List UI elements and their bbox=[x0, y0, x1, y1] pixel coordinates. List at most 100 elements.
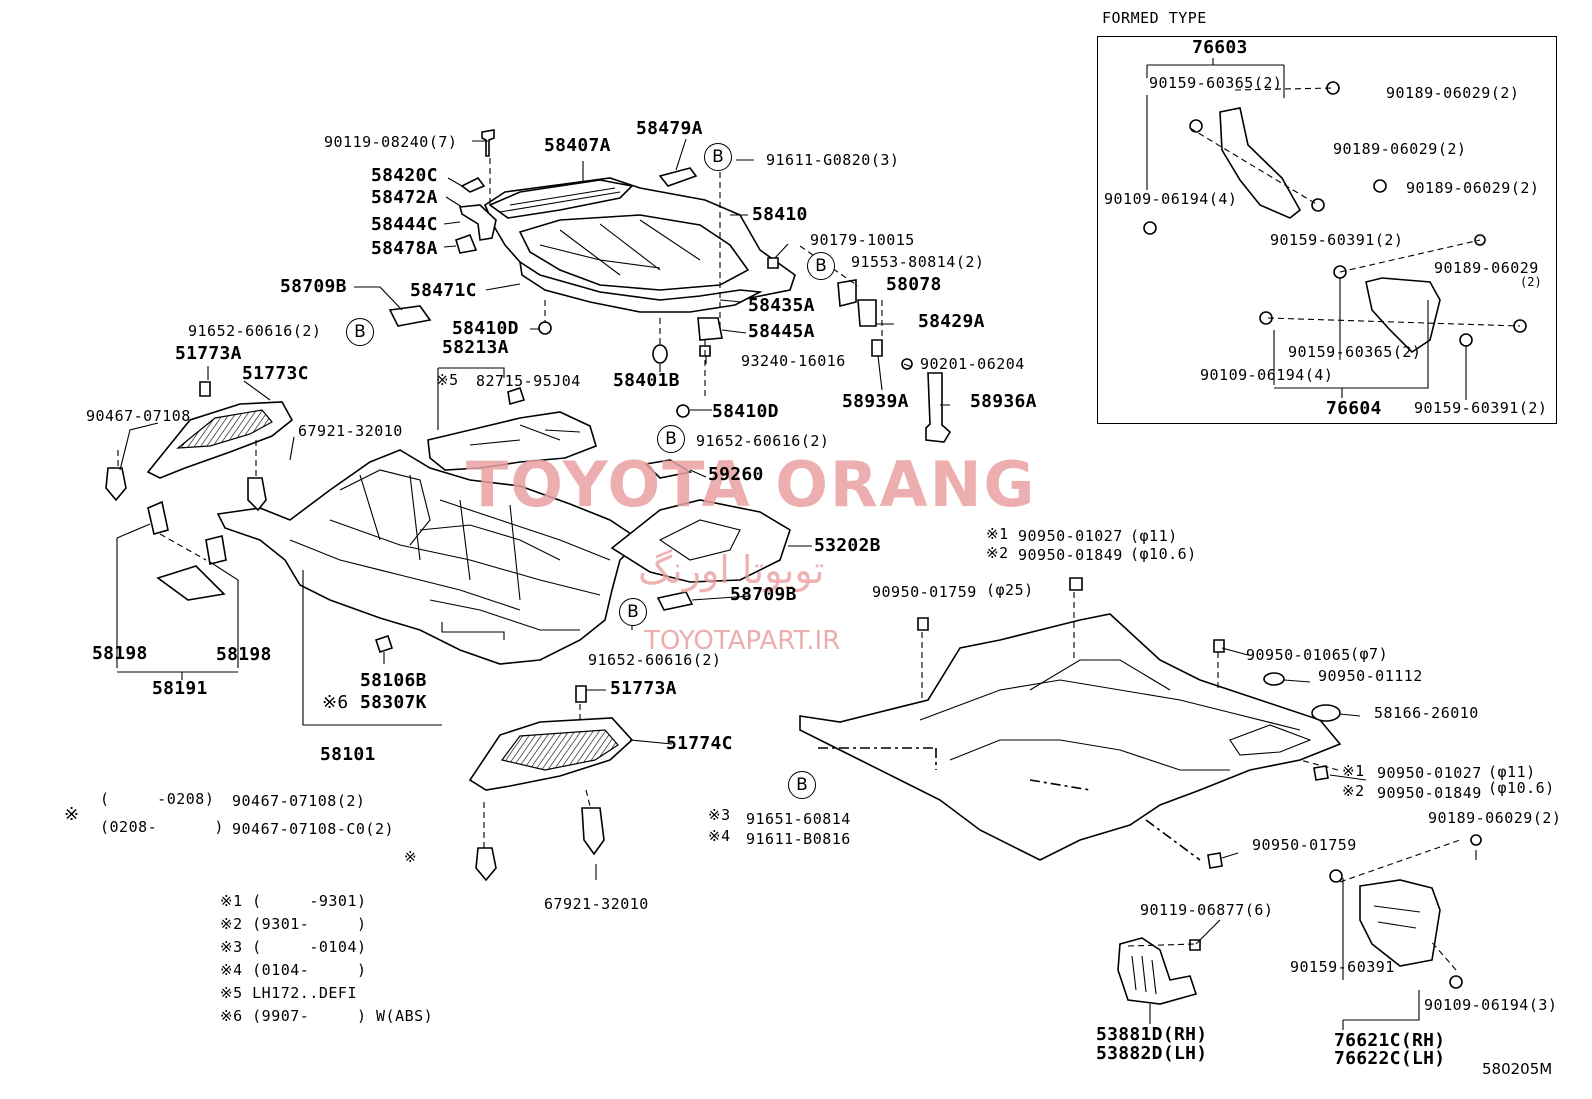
label-58307k: 58307K bbox=[360, 692, 427, 713]
bolt-90119-08240 bbox=[481, 129, 495, 157]
label-67921-32010-a: 67921-32010 bbox=[298, 422, 403, 440]
plug-58410d-a bbox=[538, 321, 552, 335]
grommet-58198-l bbox=[147, 500, 169, 536]
footnote-part-b: 90467-07108-C0(2) bbox=[232, 820, 395, 838]
label-58445a: 58445A bbox=[748, 321, 815, 342]
bracket-58472a bbox=[458, 204, 497, 241]
clip-51773a-b bbox=[575, 685, 587, 703]
grommet-58420c bbox=[460, 176, 486, 193]
mudflap-76621c bbox=[1359, 879, 1441, 967]
label-51773a-a: 51773A bbox=[175, 343, 242, 364]
label-90950-01112: 90950-01112 bbox=[1318, 667, 1423, 685]
phi-10-6-b: (φ10.6) bbox=[1488, 779, 1555, 797]
label-58471c: 58471C bbox=[410, 280, 477, 301]
callout-b-1: B bbox=[704, 143, 732, 171]
phi-10-6-a: (φ10.6) bbox=[1130, 545, 1197, 563]
fastener-67921-a bbox=[247, 477, 267, 512]
note-4-mark: ※4 bbox=[708, 827, 731, 845]
label-76622c: 76622C(LH) bbox=[1334, 1048, 1446, 1069]
spare-tire-pan-drawing bbox=[483, 177, 796, 313]
plug-58106b bbox=[374, 634, 394, 654]
label-90189-06029-2a: 90189-06029(2) bbox=[1386, 84, 1520, 102]
label-53882d: 53882D(LH) bbox=[1096, 1043, 1208, 1064]
label-90159-60391: 90159-60391 bbox=[1290, 958, 1395, 976]
label-67921-32010-b: 67921-32010 bbox=[544, 895, 649, 913]
bracket-76603 bbox=[1219, 107, 1302, 219]
footnote-4: ※4 (0104- ) bbox=[220, 961, 367, 979]
label-53202b: 53202B bbox=[814, 535, 881, 556]
phi-25: (φ25) bbox=[986, 581, 1034, 599]
note-2-mark-a: ※2 bbox=[986, 544, 1009, 562]
label-90189-06029-right: 90189-06029(2) bbox=[1428, 809, 1562, 827]
label-90159-60365-2b: 90159-60365(2) bbox=[1288, 343, 1422, 361]
label-90189-06029-2b: 90189-06029(2) bbox=[1333, 140, 1467, 158]
footnote-5: ※5 LH172..DEFI bbox=[220, 984, 357, 1002]
callout-b-3: B bbox=[346, 318, 374, 346]
nut-90189-r bbox=[1470, 834, 1482, 846]
callout-b-2: B bbox=[807, 252, 835, 280]
label-90109-06194-4a: 90109-06194(4) bbox=[1104, 190, 1238, 208]
label-91652-60616-mid: 91652-60616(2) bbox=[696, 432, 830, 450]
label-91611-b0816: 91611-B0816 bbox=[746, 830, 851, 848]
label-76604: 76604 bbox=[1326, 398, 1382, 419]
plug-58401b bbox=[652, 344, 668, 364]
label-91553-80814: 91553-80814(2) bbox=[851, 253, 985, 271]
floor-insulator-drawing bbox=[799, 613, 1342, 861]
label-90467-07108: 90467-07108 bbox=[86, 407, 191, 425]
label-90109-06194-3: 90109-06194(3) bbox=[1424, 996, 1558, 1014]
label-90950-01849-a: 90950-01849 bbox=[1018, 546, 1123, 564]
footnote-part-a: 90467-07108(2) bbox=[232, 792, 366, 810]
note-1-mark-b: ※1 bbox=[1342, 762, 1365, 780]
label-90201-06204: 90201-06204 bbox=[920, 355, 1025, 373]
bracket-58445a bbox=[697, 317, 723, 341]
label-76621c: 76621C(RH) bbox=[1334, 1030, 1446, 1051]
note-1-mark-a: ※1 bbox=[986, 525, 1009, 543]
label-90189-qty: (2) bbox=[1520, 275, 1542, 289]
bolt-90109-r bbox=[1449, 975, 1463, 989]
bracket-58479a bbox=[658, 167, 698, 187]
label-58709b-top: 58709B bbox=[280, 276, 347, 297]
fastener-90467-b bbox=[475, 847, 497, 882]
floor-panel-58101-drawing bbox=[216, 449, 642, 665]
label-58198-left: 58198 bbox=[92, 643, 148, 664]
label-58410d-b: 58410D bbox=[712, 401, 779, 422]
label-58472a: 58472A bbox=[371, 187, 438, 208]
label-58420c: 58420C bbox=[371, 165, 438, 186]
label-90189-06029: 90189-06029 bbox=[1434, 259, 1539, 277]
label-93240-16016: 93240-16016 bbox=[741, 352, 846, 370]
bracket-76604 bbox=[1365, 277, 1441, 354]
callout-b-5: B bbox=[619, 598, 647, 626]
label-90950-01759-b: 90950-01759 bbox=[1252, 836, 1357, 854]
label-58191: 58191 bbox=[152, 678, 208, 699]
label-51773c: 51773C bbox=[242, 363, 309, 384]
phi-7: (φ7) bbox=[1350, 645, 1389, 663]
clip-82715 bbox=[507, 386, 526, 406]
plug-90950-01759-a bbox=[917, 617, 929, 631]
note-mark-fastener: ※ bbox=[404, 848, 418, 866]
label-58407a: 58407A bbox=[544, 135, 611, 156]
label-58429a: 58429A bbox=[918, 311, 985, 332]
clamp-58478a bbox=[455, 233, 478, 254]
watermark-arabic: تویوتا اورنگ bbox=[638, 548, 825, 592]
note-6-mark: ※6 bbox=[322, 692, 349, 713]
footnote-1: ※1 ( -9301) bbox=[220, 892, 367, 910]
label-90950-01849-b: 90950-01849 bbox=[1377, 784, 1482, 802]
bracket-58709b-top bbox=[388, 305, 432, 327]
plug-90950-01027-b bbox=[1313, 765, 1329, 781]
footnote-6: ※6 (9907- ) W(ABS) bbox=[220, 1007, 434, 1025]
shield-53881d bbox=[1117, 937, 1198, 1005]
clip-51773a-a bbox=[199, 381, 211, 397]
label-76603: 76603 bbox=[1192, 37, 1248, 58]
label-58435a: 58435A bbox=[748, 295, 815, 316]
label-90950-01759-a: 90950-01759 bbox=[872, 583, 977, 601]
label-90189-06029-2c: 90189-06029(2) bbox=[1406, 179, 1540, 197]
formed-type-title: FORMED TYPE bbox=[1102, 9, 1207, 27]
label-58401b: 58401B bbox=[613, 370, 680, 391]
label-91611-g0820: 91611-G0820(3) bbox=[766, 151, 900, 169]
plug-58166 bbox=[1311, 704, 1341, 722]
label-58410d-a: 58410D bbox=[452, 318, 519, 339]
callout-b-6: B bbox=[788, 771, 816, 799]
footnote-range-b: (0208- ) bbox=[100, 818, 224, 836]
